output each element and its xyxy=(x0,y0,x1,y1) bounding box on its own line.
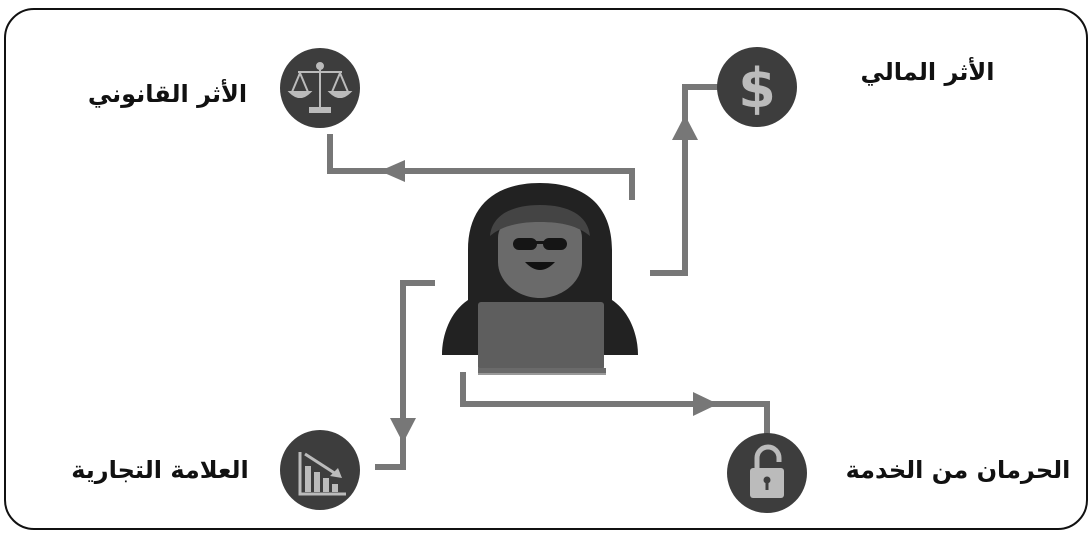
connector-legal xyxy=(327,134,635,200)
declining-chart-icon xyxy=(298,452,346,496)
hood-inner-shadow xyxy=(490,205,590,236)
legal-impact-label: الأثر القانوني xyxy=(87,80,248,108)
lock-icon xyxy=(750,444,784,498)
face xyxy=(498,212,582,298)
brand-impact-label: العلامة التجارية xyxy=(71,456,249,484)
connector-financial xyxy=(650,84,718,276)
financial-node-icon: $ xyxy=(717,47,797,127)
arrowheads xyxy=(380,115,718,443)
arrow-legal xyxy=(380,160,405,182)
scales-icon xyxy=(287,62,353,113)
arrow-financial xyxy=(672,115,698,140)
connector-brand xyxy=(375,280,435,470)
laptop-screen xyxy=(478,302,604,370)
smile xyxy=(525,262,555,270)
legal-node-icon xyxy=(280,48,360,128)
arrow-brand xyxy=(390,418,416,443)
brand-node-icon xyxy=(280,430,360,510)
laptop-edge xyxy=(478,373,606,375)
hacker-icon xyxy=(442,183,638,375)
arrow-denial xyxy=(693,392,718,416)
dollar-icon: $ xyxy=(738,57,776,120)
financial-impact-label: الأثر المالي xyxy=(860,58,995,86)
sunglasses xyxy=(513,238,567,250)
laptop-base xyxy=(478,368,606,373)
denial-node-icon xyxy=(727,433,807,513)
connectors xyxy=(327,84,770,470)
service-denial-label: الحرمان من الخدمة xyxy=(845,456,1071,484)
connector-denial xyxy=(460,372,770,438)
